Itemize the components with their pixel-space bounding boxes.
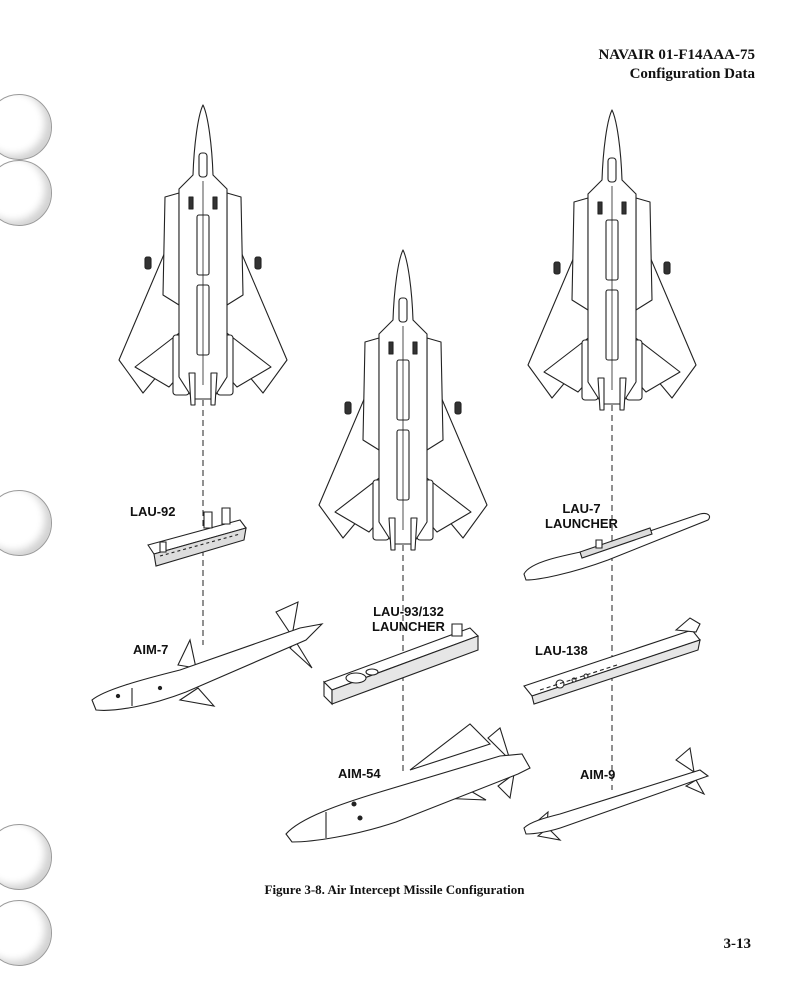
lau7-launcher [524,513,710,580]
page-number: 3-13 [723,936,752,952]
label-lau93-line1: LAU-93/132 [373,604,444,619]
label-aim7: AIM-7 [133,642,169,657]
aim9-missile [524,748,708,840]
lau92-launcher [148,508,246,566]
document-id: NAVAIR 01-F14AAA-75 [598,47,755,63]
label-lau7-line2: LAUNCHER [545,516,618,531]
binder-hole [0,824,52,890]
label-aim54: AIM-54 [338,766,381,781]
label-lau138: LAU-138 [535,643,588,658]
aircraft-right [527,109,697,411]
section-title: Configuration Data [629,66,755,82]
aircraft-center [318,249,488,551]
label-lau93-launcher: LAU-93/132 LAUNCHER [372,604,445,634]
figure-caption: Figure 3-8. Air Intercept Missile Config… [264,882,525,897]
label-lau7-launcher: LAU-7 LAUNCHER [545,501,618,531]
label-lau92: LAU-92 [130,504,176,519]
aircraft-left [118,104,288,406]
label-aim9: AIM-9 [580,767,616,782]
document-header: NAVAIR 01-F14AAA-75 Configuration Data [598,46,755,84]
aim54-missile [286,724,530,842]
binder-hole [0,94,52,160]
aim7-missile [92,602,322,710]
lau138-launcher [524,618,700,704]
binder-hole [0,490,52,556]
label-lau93-line2: LAUNCHER [372,619,445,634]
label-lau7-line1: LAU-7 [562,501,601,516]
lau93-launcher [324,624,478,704]
